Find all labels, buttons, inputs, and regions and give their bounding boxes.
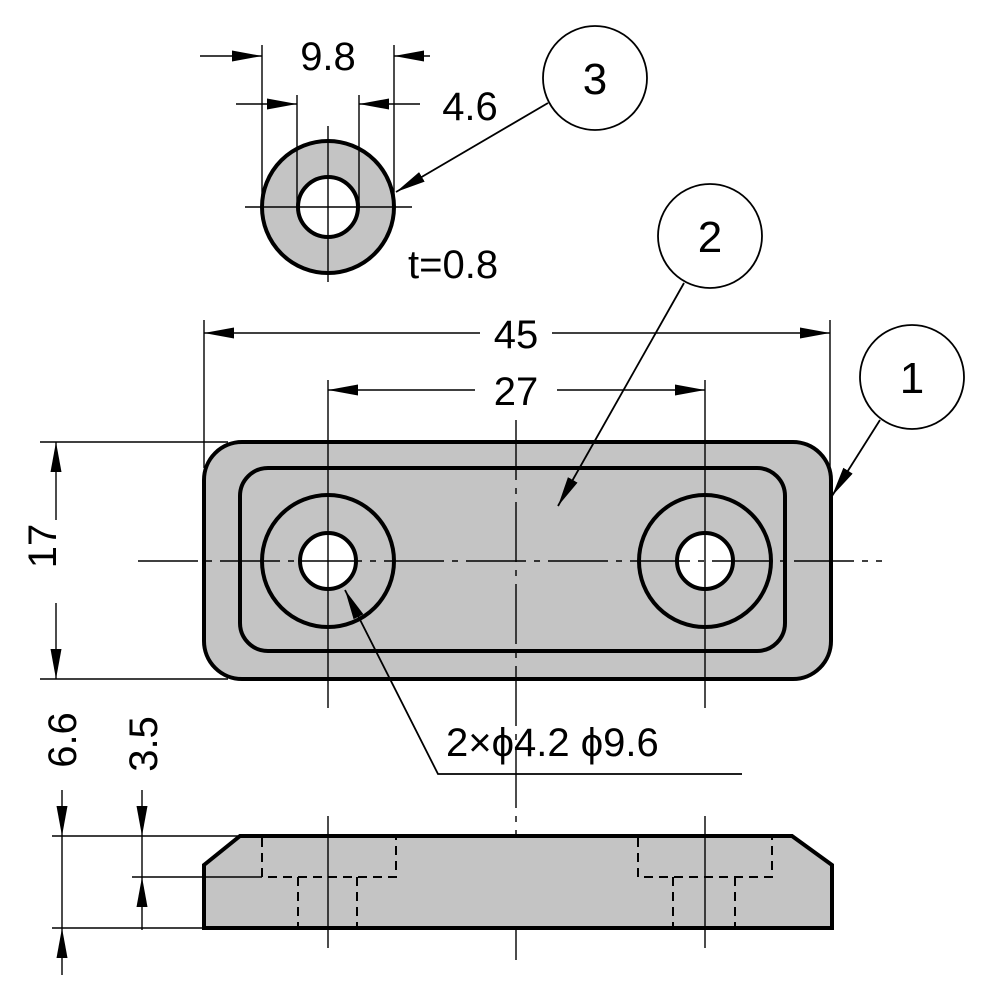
dim-plate-width: 17 (21, 524, 65, 569)
plate-top-view: 45 27 17 2×ϕ4.2 ϕ9.6 (21, 313, 882, 960)
dim-step-height: 3.5 (122, 716, 166, 772)
hole-note: 2×ϕ4.2 ϕ9.6 (446, 721, 659, 765)
callout-3: 3 (395, 25, 648, 193)
dim-washer-inner: 4.6 (442, 85, 498, 129)
washer-thickness: t=0.8 (408, 243, 498, 287)
callout-1: 1 (831, 324, 965, 497)
dim-plate-length: 45 (494, 313, 539, 357)
callout-3-label: 3 (583, 55, 607, 104)
callout-2-label: 2 (698, 213, 722, 262)
plate-side-view: 6.6 3.5 (41, 712, 834, 975)
dim-hole-spacing: 27 (494, 370, 539, 414)
washer-view: 9.8 4.6 t=0.8 (200, 35, 498, 287)
callout-2: 2 (557, 183, 763, 507)
dim-total-height: 6.6 (41, 712, 85, 768)
callout-1-label: 1 (900, 354, 924, 403)
dim-washer-outer: 9.8 (300, 35, 356, 79)
